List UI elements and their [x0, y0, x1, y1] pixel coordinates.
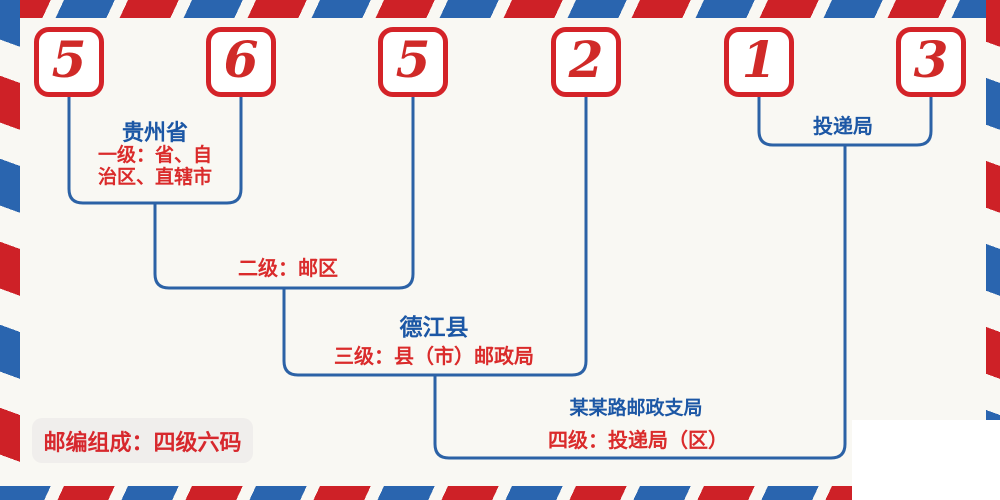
level4-description: 四级：投递局（区） — [548, 430, 728, 452]
level2-description: 二级：邮区 — [238, 258, 338, 280]
postcode-composition-text: 邮编组成：四级六码 — [43, 429, 242, 455]
digit-box-4: 2 — [551, 27, 621, 97]
digit-6: 3 — [913, 30, 949, 89]
digit-box-2: 6 — [206, 27, 276, 97]
level4-place-name: 某某路邮政支局 — [569, 398, 703, 419]
level3-description: 三级：县（市）邮政局 — [334, 346, 534, 368]
digit-box-3: 5 — [378, 27, 448, 97]
delivery-office-label: 投递局 — [813, 116, 873, 138]
digit-3: 5 — [395, 30, 431, 89]
digit-box-5: 1 — [724, 27, 794, 97]
level1-description-line2: 治区、直辖市 — [97, 167, 213, 188]
digit-box-1: 5 — [34, 27, 104, 97]
bracket-delivery — [757, 97, 933, 147]
postcode-composition-badge: 邮编组成：四级六码 — [32, 418, 253, 463]
digit-1: 5 — [51, 30, 87, 89]
digit-box-6: 3 — [896, 27, 966, 97]
level3-place-name: 德江县 — [399, 314, 469, 340]
level1-place-name: 贵州省 — [121, 120, 189, 145]
bracket-level4 — [433, 145, 847, 460]
digit-2: 6 — [223, 30, 259, 89]
digit-5: 1 — [741, 30, 777, 89]
level1-description: 一级：省、自 治区、直辖市 — [98, 145, 212, 189]
digit-4: 2 — [568, 30, 604, 89]
level1-description-line1: 一级：省、自 — [97, 145, 213, 166]
bottom-right-white-patch — [852, 420, 1000, 500]
